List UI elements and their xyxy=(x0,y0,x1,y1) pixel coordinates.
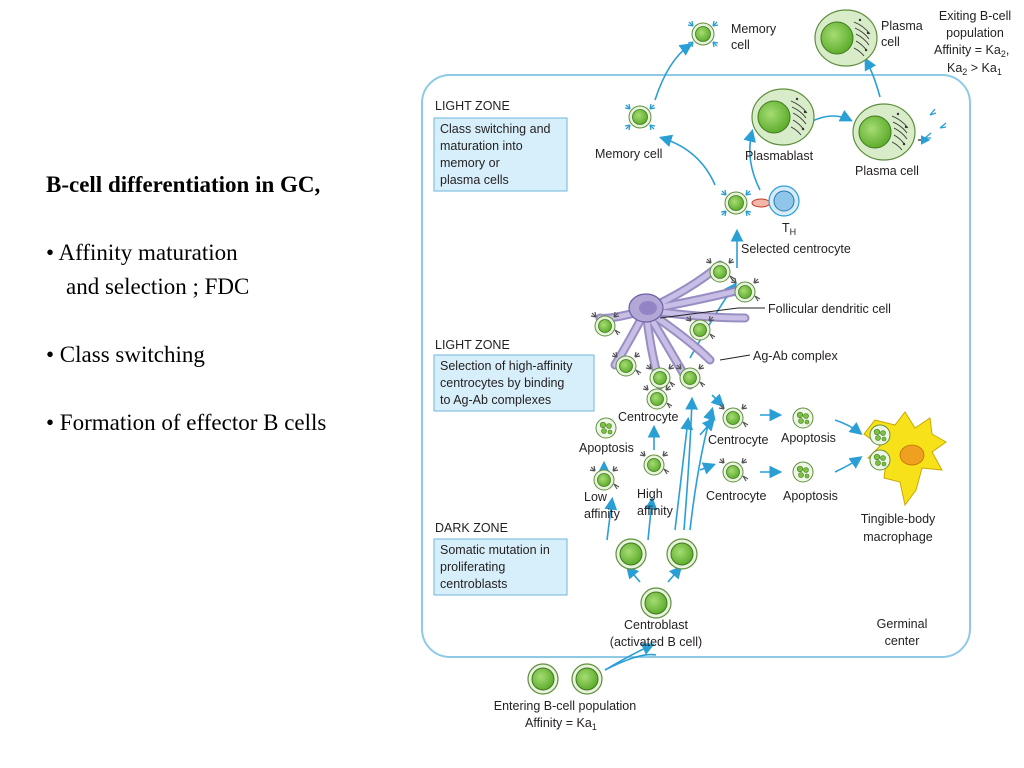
engulfed-apoptotic-cell xyxy=(869,449,891,471)
centrocyte-bound xyxy=(730,277,761,303)
centrocyte-cell xyxy=(642,384,673,410)
label-memory-cell-top: cell xyxy=(731,38,750,52)
slide-heading: B-cell differentiation in GC, xyxy=(46,172,321,197)
label-ag-ab-complex: Ag-Ab complex xyxy=(753,349,839,363)
bullet-class-switching: • Class switching xyxy=(46,338,426,372)
centrocyte-bound xyxy=(705,257,736,283)
info-box-text: Somatic mutation in xyxy=(440,543,550,557)
entering-b-cell xyxy=(527,663,559,695)
selected-centrocyte-cell xyxy=(720,189,752,217)
apoptotic-cell xyxy=(792,407,814,429)
centrocyte-cell xyxy=(718,457,749,483)
fdc-leader-line xyxy=(659,307,739,319)
bullet-effector-cells: • Formation of effector B cells xyxy=(46,406,426,440)
label-germinal-center: center xyxy=(885,634,920,648)
engulfed-apoptotic-cell xyxy=(869,424,891,446)
centroblast-activated-cell xyxy=(640,587,672,619)
info-box-light-top xyxy=(433,117,568,192)
info-box-text: centroblasts xyxy=(440,577,507,591)
info-box-text: Selection of high-affinity xyxy=(440,359,573,373)
bullet-text: • Class switching xyxy=(46,342,205,367)
info-box-text: to Ag-Ab complexes xyxy=(440,393,551,407)
flow-arrows xyxy=(597,43,881,671)
centrocyte-bound xyxy=(590,311,621,337)
antibody-icon xyxy=(924,108,947,139)
label-tingible-body: macrophage xyxy=(863,530,933,544)
label-memory-cell-top: Memory xyxy=(731,22,777,36)
apoptotic-cell xyxy=(595,417,617,439)
zone-label-light-mid: LIGHT ZONE xyxy=(435,338,510,352)
label-plasma-cell-top: Plasma xyxy=(881,19,923,33)
macrophage-nucleus xyxy=(899,444,925,466)
label-centrocyte: Centrocyte xyxy=(706,489,766,503)
label-centroblast: (activated B cell) xyxy=(610,635,702,649)
label-selected-centrocyte: Selected centrocyte xyxy=(741,242,851,256)
info-box-text: centrocytes by binding xyxy=(440,376,564,390)
label-low-affinity: affinity xyxy=(584,507,621,521)
high-affinity-cell xyxy=(639,450,670,476)
info-box-text: maturation into xyxy=(440,139,523,153)
label-exiting-relation: Ka2 > Ka1 xyxy=(947,61,1002,77)
tcell-synapse xyxy=(751,198,771,208)
plasmablast-cell xyxy=(751,88,815,146)
bullet-text: • Formation of effector B cells xyxy=(46,410,327,435)
centrocyte-bound xyxy=(685,315,716,341)
plasma-cell-exiting xyxy=(814,9,878,67)
info-box-text: plasma cells xyxy=(440,173,509,187)
memory-cell-exiting xyxy=(687,20,719,48)
centroblast-cell xyxy=(666,538,698,570)
info-box-text: memory or xyxy=(440,156,500,170)
zone-label-light-top: LIGHT ZONE xyxy=(435,99,510,113)
info-box-light-mid xyxy=(433,354,595,412)
label-centrocyte: Centrocyte xyxy=(708,433,768,447)
label-apoptosis: Apoptosis xyxy=(783,489,838,503)
label-entering-affinity: Affinity = Ka1 xyxy=(525,716,597,732)
centrocyte-bound xyxy=(645,363,676,389)
label-high-affinity: High xyxy=(637,487,663,501)
apoptotic-cell xyxy=(792,461,814,483)
label-plasma-cell: Plasma cell xyxy=(855,164,919,178)
th-cell-nucleus xyxy=(773,190,795,212)
label-plasma-cell-top: cell xyxy=(881,35,900,49)
centrocyte-bound xyxy=(611,351,642,377)
label-low-affinity: Low xyxy=(584,490,608,504)
low-affinity-cell xyxy=(589,465,620,491)
label-centroblast: Centroblast xyxy=(624,618,688,632)
plasma-cell xyxy=(852,103,916,161)
zone-label-dark: DARK ZONE xyxy=(435,521,508,535)
bullet-text-continuation: and selection ; FDC xyxy=(66,274,250,299)
memory-cell xyxy=(624,103,656,131)
label-entering: Entering B-cell population xyxy=(494,699,636,713)
agab-leader-line xyxy=(719,354,751,361)
bullet-list: B-cell differentiation in GC, • Affinity… xyxy=(46,168,426,474)
centrocyte-cell xyxy=(718,403,749,429)
info-box-text: Class switching and xyxy=(440,122,551,136)
centroblast-cell xyxy=(615,538,647,570)
label-apoptosis: Apoptosis xyxy=(579,441,634,455)
label-exiting-affinity: Affinity = Ka2, xyxy=(934,43,1009,59)
info-box-dark xyxy=(433,538,568,596)
bullet-affinity-maturation: • Affinity maturation and selection ; FD… xyxy=(46,236,426,304)
info-box-text: proliferating xyxy=(440,560,505,574)
germinal-center-outline xyxy=(421,74,971,658)
label-high-affinity: affinity xyxy=(637,504,674,518)
centrocyte-bound xyxy=(675,363,706,389)
label-follicular-dendritic-cell: Follicular dendritic cell xyxy=(768,302,891,316)
label-apoptosis: Apoptosis xyxy=(781,431,836,445)
label-plasmablast: Plasmablast xyxy=(745,149,814,163)
label-tingible-body: Tingible-body xyxy=(861,512,936,526)
label-th: TH xyxy=(782,221,796,237)
label-centrocyte: Centrocyte xyxy=(618,410,678,424)
bullet-text: • Affinity maturation xyxy=(46,240,238,265)
label-exiting: Exiting B-cell xyxy=(939,9,1011,23)
label-exiting: population xyxy=(946,26,1004,40)
label-memory-cell: Memory cell xyxy=(595,147,662,161)
label-germinal-center: Germinal xyxy=(877,617,928,631)
entering-b-cell xyxy=(571,663,603,695)
